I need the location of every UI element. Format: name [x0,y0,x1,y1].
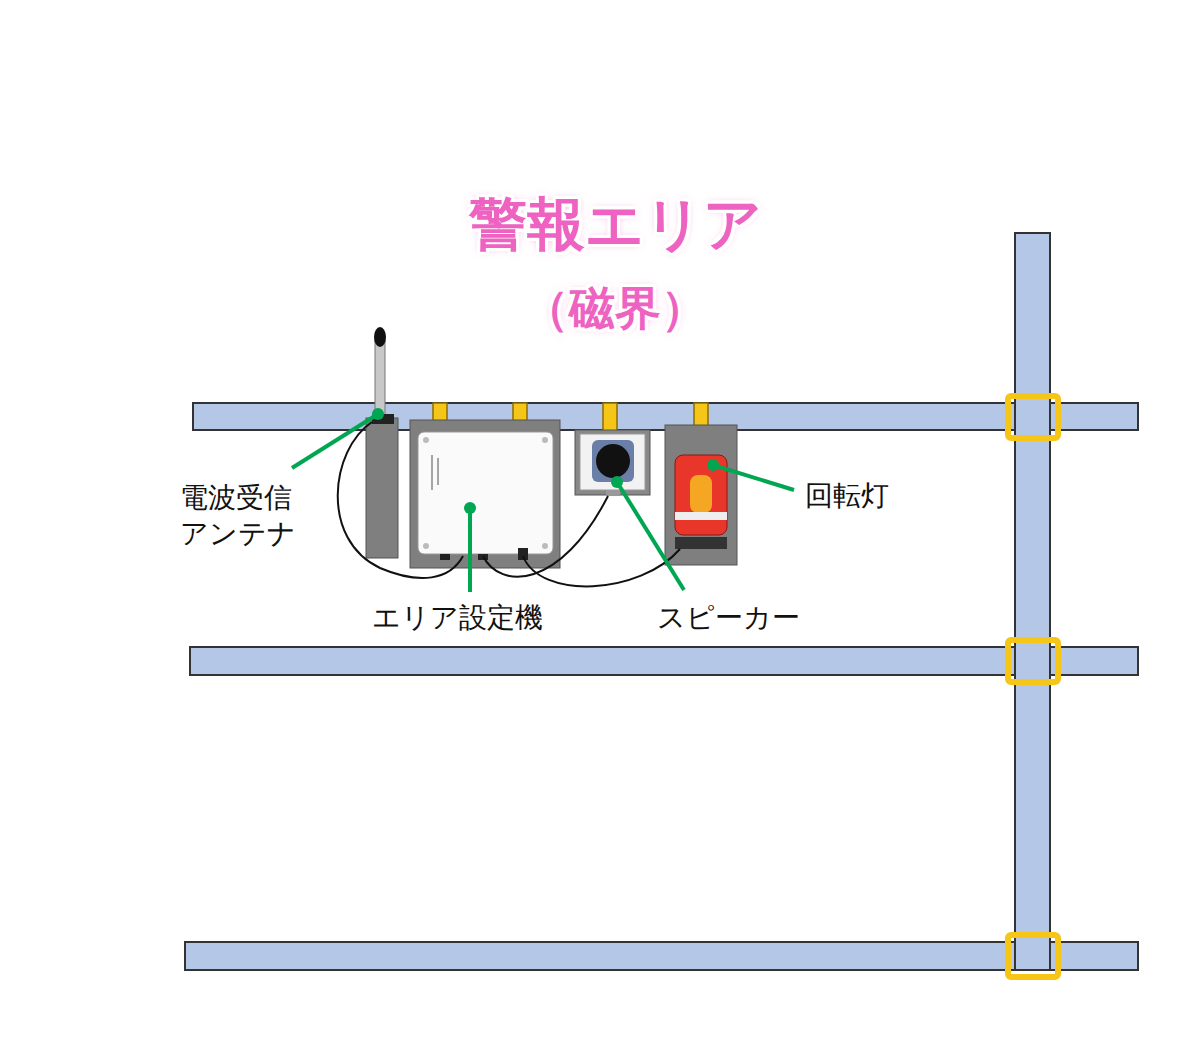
light-plate [665,425,737,565]
clamp [1008,640,1058,682]
area-subtitle: （磁界） [523,283,707,334]
part-label: エリア設定機 [372,600,543,636]
antenna-post [366,418,398,558]
speaker [580,434,645,490]
part-label: スピーカー [657,600,800,636]
leader-line [292,408,794,592]
speaker-mount [575,430,650,495]
clamp [1008,396,1058,438]
pipe [185,942,1138,970]
antenna-rod [375,340,385,418]
part-label: 電波受信 アンテナ [180,480,310,553]
pipe [1015,233,1050,970]
area-title: 警報エリア [469,193,762,257]
pipe [190,647,1138,675]
clamp [1008,935,1058,977]
area-setting-device [418,432,553,554]
part-label: 回転灯 [805,478,889,514]
clamp [603,403,617,433]
backplate [410,420,560,568]
antenna-tip [374,327,386,347]
